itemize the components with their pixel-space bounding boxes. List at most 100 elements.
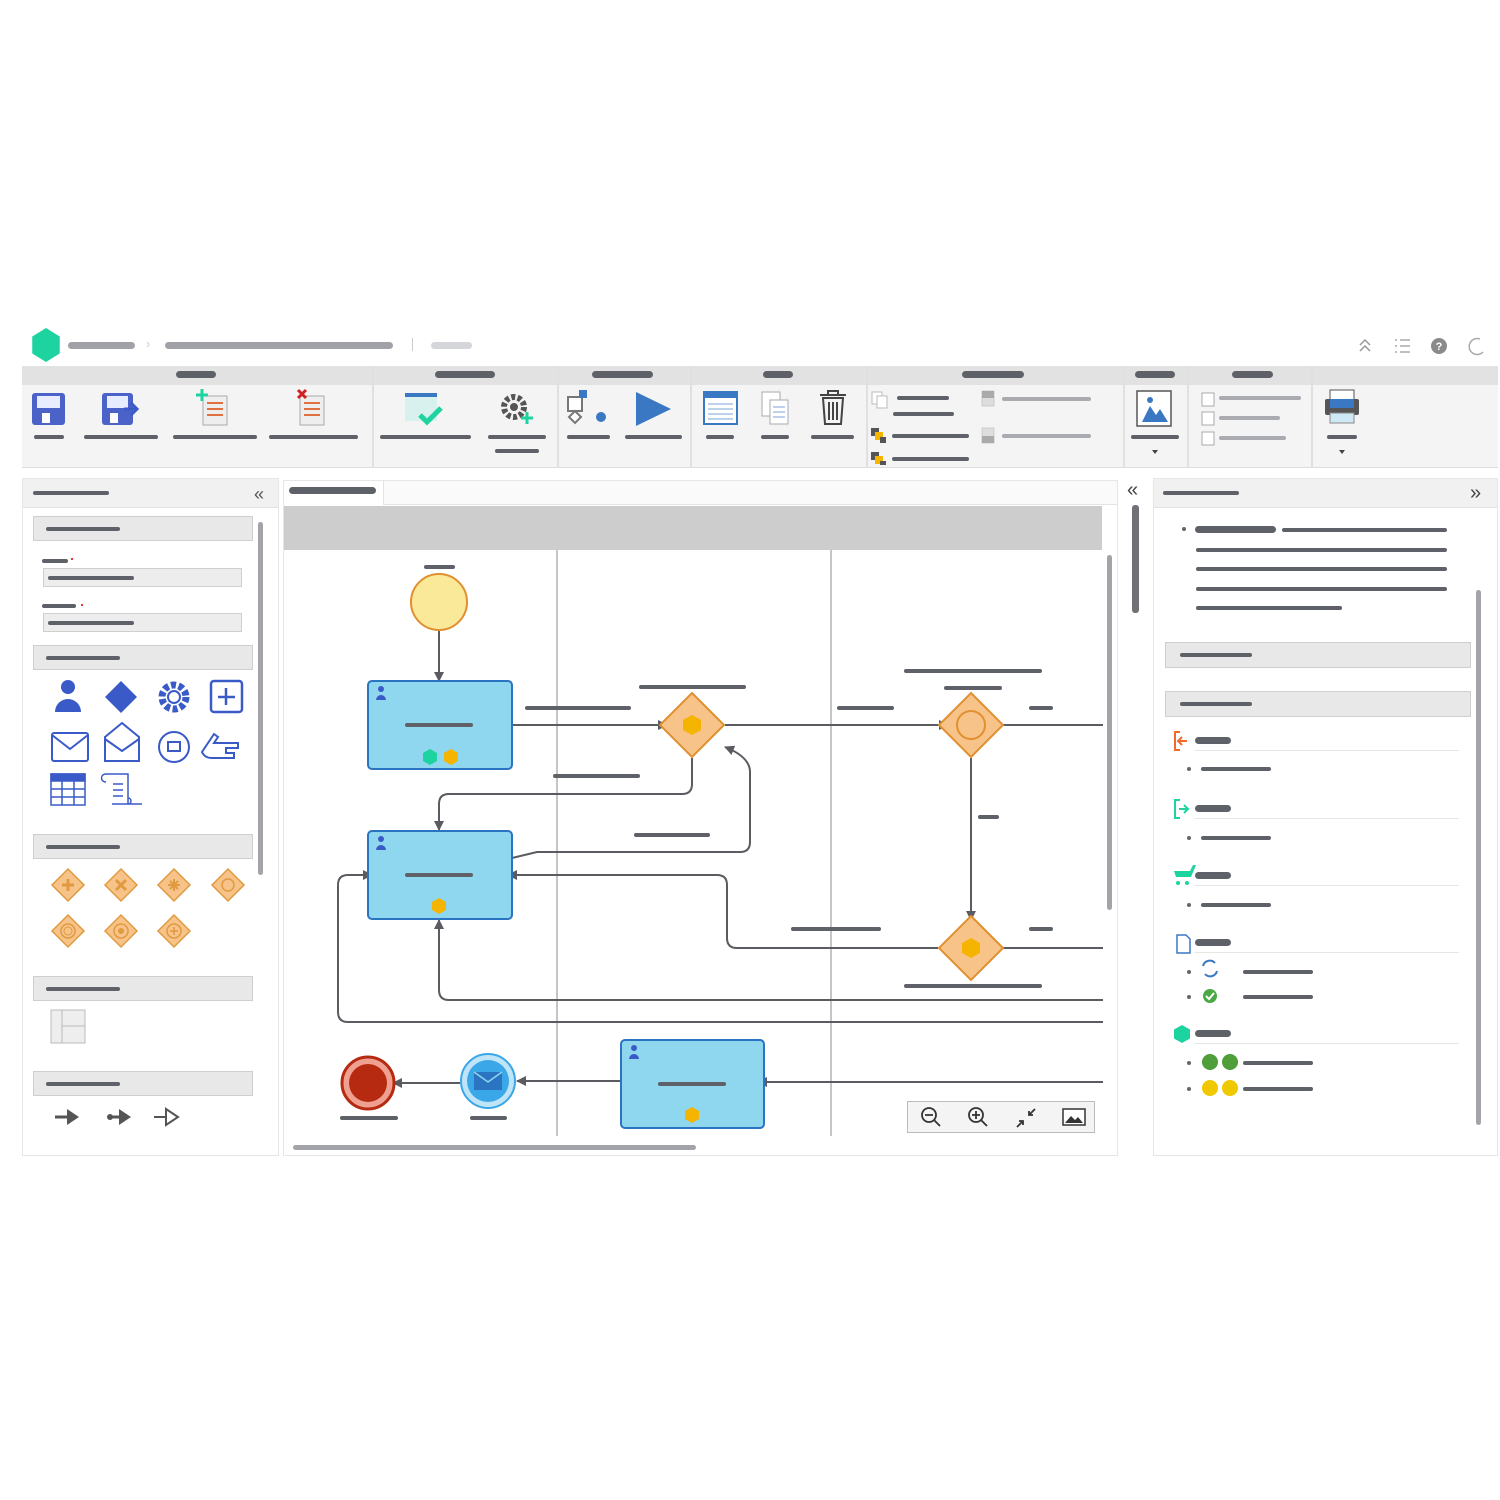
run-icon[interactable] <box>636 392 671 426</box>
help-icon[interactable]: ? <box>1431 338 1447 354</box>
dropdown-arrow-icon[interactable] <box>1339 450 1345 454</box>
save-as-icon[interactable] <box>102 393 140 425</box>
checkbox-icon[interactable] <box>1201 392 1215 446</box>
cart-icon[interactable] <box>1174 865 1196 885</box>
text-placeholder <box>1219 396 1301 400</box>
flow <box>507 870 938 949</box>
message-end-event[interactable] <box>460 1053 516 1109</box>
palette-icons <box>50 679 246 1127</box>
exclusive-gateway-icon[interactable] <box>103 867 139 903</box>
text-placeholder <box>42 559 68 563</box>
input-icon[interactable] <box>1174 731 1187 751</box>
zoom-control-icons <box>921 1107 1086 1128</box>
text-placeholder <box>34 435 64 439</box>
subprocess-icon[interactable] <box>209 679 244 714</box>
text-placeholder <box>1196 548 1447 552</box>
validate-icon[interactable] <box>405 393 443 426</box>
complex-gateway-icon[interactable] <box>156 867 192 903</box>
script-icon[interactable] <box>100 773 143 805</box>
zoom-out-icon[interactable] <box>921 1107 941 1127</box>
sync-icon[interactable] <box>1202 959 1218 978</box>
open-message-icon[interactable] <box>104 721 140 762</box>
divider <box>372 366 374 468</box>
property-field[interactable] <box>43 568 242 587</box>
trash-icon[interactable] <box>820 390 846 425</box>
verified-icon[interactable] <box>1203 989 1217 1003</box>
user-task[interactable] <box>367 680 513 770</box>
divider <box>1195 885 1459 886</box>
zoom-in-icon[interactable] <box>968 1107 988 1127</box>
dropdown-arrow-icon[interactable] <box>1152 450 1158 454</box>
text-placeholder <box>1201 836 1271 840</box>
canvas-vertical-scrollbar[interactable] <box>1107 555 1112 910</box>
left-panel-scrollbar[interactable] <box>258 522 263 875</box>
right-panel-icons <box>1174 731 1238 1096</box>
print-icon[interactable] <box>1325 389 1359 424</box>
parallel-event-gateway-icon[interactable] <box>156 913 192 949</box>
message-icon[interactable] <box>51 732 89 762</box>
process-flow-icon[interactable] <box>567 390 606 425</box>
new-document-icon[interactable] <box>196 389 228 426</box>
text-placeholder <box>1201 767 1271 771</box>
message-flow-icon[interactable] <box>107 1109 131 1125</box>
text-placeholder <box>1219 436 1286 440</box>
refresh-icon[interactable] <box>1468 337 1484 356</box>
divider <box>1123 366 1125 468</box>
event-gateway[interactable] <box>937 691 1005 759</box>
text-placeholder <box>1282 528 1447 532</box>
divider <box>1187 995 1191 999</box>
gateway-icon[interactable] <box>105 681 137 713</box>
text-placeholder <box>892 457 969 461</box>
double-chevron-left-icon[interactable]: « <box>1127 479 1139 501</box>
gateway[interactable] <box>937 914 1005 982</box>
breadcrumb-item[interactable] <box>68 342 135 349</box>
lane-icon[interactable] <box>50 1009 86 1044</box>
document-icon[interactable] <box>1176 934 1191 954</box>
user-task-icon[interactable] <box>55 680 81 712</box>
align-bottom-icon[interactable] <box>981 427 995 444</box>
ribbon-group-title <box>176 371 216 378</box>
settings-add-icon[interactable] <box>501 394 533 424</box>
list-icon[interactable] <box>1395 339 1410 353</box>
service-task-icon[interactable] <box>158 681 190 713</box>
manual-task-icon[interactable] <box>200 732 239 760</box>
send-backward-icon[interactable] <box>871 452 886 465</box>
user-task[interactable] <box>367 830 513 920</box>
start-event[interactable] <box>410 573 468 631</box>
save-icon[interactable] <box>32 393 65 425</box>
sequence-flow-icon[interactable] <box>55 1109 79 1125</box>
gateway[interactable] <box>658 691 726 759</box>
hexagon-icon[interactable] <box>1174 1025 1190 1043</box>
section-header[interactable] <box>33 834 253 859</box>
right-panel-scrollbar[interactable] <box>1476 590 1481 1125</box>
output-icon[interactable] <box>1174 799 1190 819</box>
user-task[interactable] <box>620 1039 765 1129</box>
text-placeholder <box>46 656 120 660</box>
fit-icon[interactable] <box>1016 1108 1036 1128</box>
event-gateway-icon[interactable] <box>210 867 246 903</box>
end-event[interactable] <box>340 1055 396 1111</box>
bring-forward-icon[interactable] <box>871 428 886 443</box>
parallel-gateway-icon[interactable] <box>50 867 86 903</box>
export-image-icon[interactable] <box>1062 1108 1086 1126</box>
double-chevron-left-icon[interactable]: « <box>254 484 265 504</box>
form-icon[interactable] <box>703 391 738 425</box>
align-top-icon[interactable] <box>981 390 995 407</box>
property-field[interactable] <box>43 613 242 632</box>
table-icon[interactable] <box>50 773 86 806</box>
event-gateway-double-icon[interactable] <box>50 913 86 949</box>
association-icon[interactable] <box>154 1107 180 1127</box>
image-export-icon[interactable] <box>1136 390 1172 427</box>
delete-document-icon[interactable] <box>296 388 325 426</box>
event-gateway-multiple-icon[interactable] <box>103 913 139 949</box>
double-chevron-right-icon[interactable]: » <box>1470 482 1482 504</box>
copy-document-icon[interactable] <box>761 391 789 425</box>
breadcrumb-item[interactable] <box>165 342 393 349</box>
strip-scrollbar[interactable] <box>1132 505 1139 613</box>
duplicate-icon[interactable] <box>871 391 888 409</box>
message-event-icon[interactable] <box>158 731 190 763</box>
text-placeholder <box>84 435 158 439</box>
canvas-horizontal-scrollbar[interactable] <box>293 1145 696 1150</box>
collapse-up-icon[interactable] <box>1359 338 1371 352</box>
ribbon-group-title <box>1135 371 1175 378</box>
